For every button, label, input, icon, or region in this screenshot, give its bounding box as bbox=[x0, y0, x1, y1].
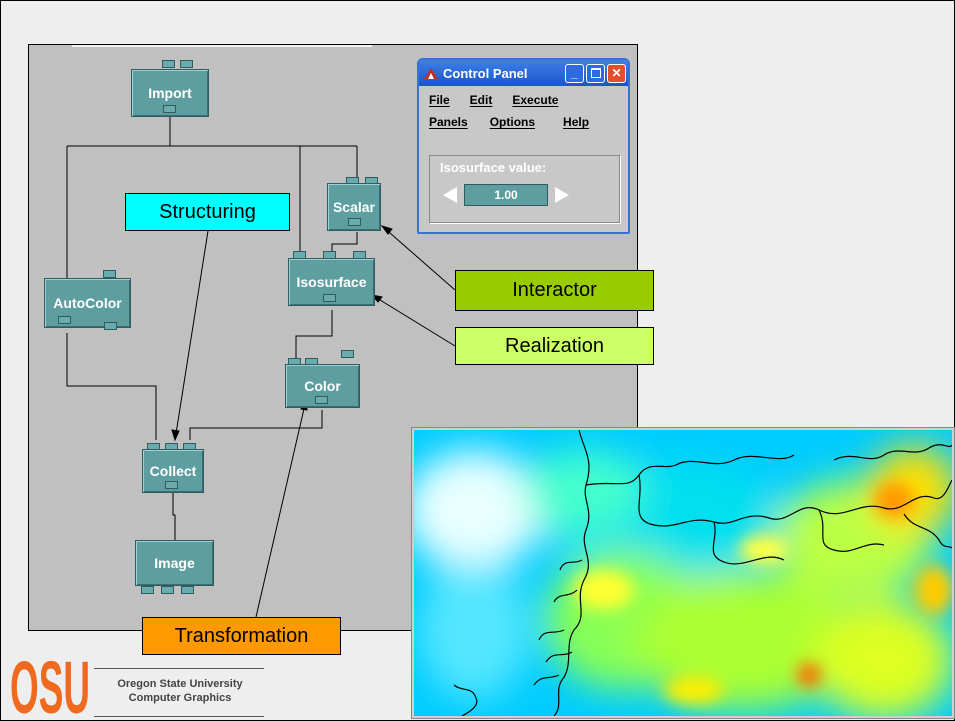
canvas-highlight bbox=[72, 45, 372, 47]
module-label: Image bbox=[135, 540, 214, 586]
decrement-button[interactable] bbox=[440, 185, 460, 205]
output-port[interactable] bbox=[165, 481, 178, 489]
output-port[interactable] bbox=[315, 396, 328, 404]
output-port[interactable] bbox=[323, 294, 336, 302]
output-port[interactable] bbox=[348, 218, 361, 226]
increment-button[interactable] bbox=[552, 185, 572, 205]
control-panel-title: Control Panel bbox=[443, 65, 528, 81]
label-interactor: Interactor bbox=[455, 270, 654, 311]
isosurface-value-group: Isosurface value: 1.00 bbox=[429, 155, 620, 223]
isosurface-value-label: Isosurface value: bbox=[440, 160, 547, 175]
output-port[interactable] bbox=[141, 586, 154, 594]
footer-affiliation: Oregon State University Computer Graphic… bbox=[95, 677, 265, 705]
footer-line-1: Oregon State University bbox=[117, 678, 243, 690]
close-icon: ✕ bbox=[611, 66, 622, 80]
menu-file[interactable]: File bbox=[429, 93, 450, 107]
arrow-left-icon bbox=[443, 187, 457, 203]
label-realization: Realization bbox=[455, 327, 654, 365]
footer-line-2: Computer Graphics bbox=[128, 692, 232, 704]
input-port[interactable] bbox=[103, 270, 116, 278]
maximize-icon bbox=[590, 68, 601, 78]
menu-panels[interactable]: Panels bbox=[429, 115, 468, 129]
input-port[interactable] bbox=[162, 60, 175, 68]
output-port[interactable] bbox=[161, 586, 174, 594]
app-icon bbox=[424, 68, 438, 79]
control-panel-window[interactable]: Control Panel _ ✕ File Edit Execute Pane… bbox=[417, 58, 630, 234]
osu-logo: OSU bbox=[10, 649, 90, 717]
isosurface-value-stepper[interactable]: 1.00 bbox=[440, 184, 572, 206]
isosurface-heatmap-image bbox=[412, 428, 954, 718]
isosurface-value-field[interactable]: 1.00 bbox=[464, 184, 548, 206]
arrow-right-icon bbox=[555, 187, 569, 203]
menu-help[interactable]: Help bbox=[563, 115, 590, 129]
footer-rule-bottom bbox=[94, 716, 264, 717]
minimize-icon: _ bbox=[571, 66, 578, 80]
osu-logo-text: OSU bbox=[10, 649, 90, 717]
label-transformation: Transformation bbox=[142, 617, 341, 655]
menu-execute[interactable]: Execute bbox=[512, 93, 559, 107]
output-port[interactable] bbox=[181, 586, 194, 594]
minimize-button[interactable]: _ bbox=[565, 63, 584, 83]
output-port[interactable] bbox=[104, 322, 117, 330]
control-panel-titlebar[interactable]: Control Panel _ ✕ bbox=[419, 60, 628, 86]
menu-options[interactable]: Options bbox=[489, 115, 536, 129]
module-label: AutoColor bbox=[44, 278, 131, 328]
menu-edit[interactable]: Edit bbox=[469, 93, 493, 107]
footer-rule-top bbox=[94, 668, 264, 669]
maximize-button[interactable] bbox=[586, 63, 605, 83]
output-port[interactable] bbox=[58, 316, 71, 324]
label-structuring: Structuring bbox=[125, 193, 290, 231]
close-button[interactable]: ✕ bbox=[607, 63, 626, 83]
output-port[interactable] bbox=[163, 105, 176, 113]
input-port[interactable] bbox=[341, 350, 354, 358]
menu-row-1: File Edit Execute bbox=[419, 86, 628, 114]
menu-row-2: Panels Options Help bbox=[419, 108, 628, 136]
input-port[interactable] bbox=[180, 60, 193, 68]
